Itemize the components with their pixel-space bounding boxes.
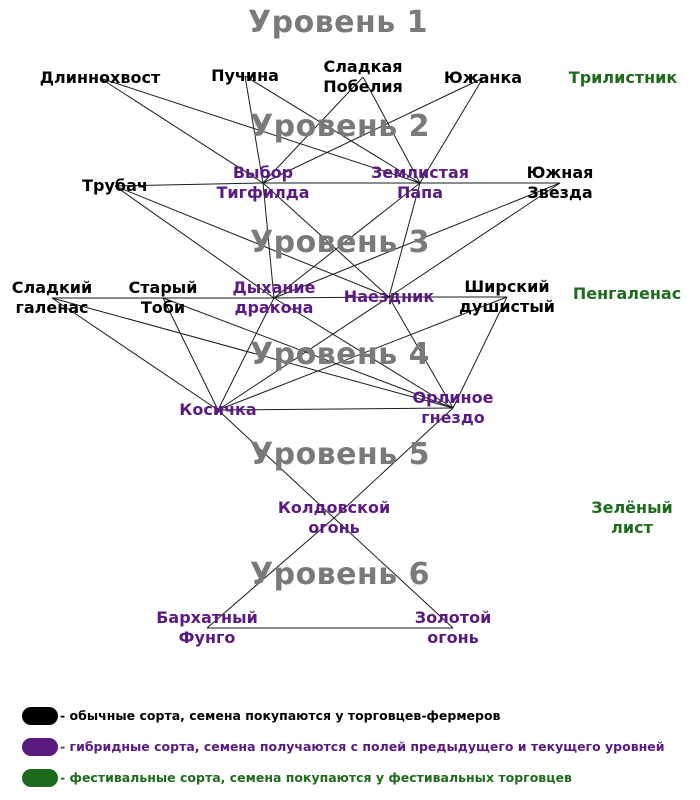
node-sladkaya-pobelia: Сладкая Побелия <box>323 57 403 96</box>
edge-shirsky_dushisty-orlinoe_gnezdo <box>452 296 508 409</box>
edge-stary_tobi-orlinoe_gnezdo <box>162 297 454 409</box>
level-3-title: Уровень 3 <box>249 225 431 260</box>
legend-festival-text: - фестивальные сорта, семена покупаются … <box>60 770 572 785</box>
legend-festival: - фестивальные сорта, семена покупаются … <box>22 767 692 787</box>
edge-kosichka-orlinoe_gnezdo <box>217 407 454 411</box>
edge-vybor_tigfilda-naezdnik <box>262 182 390 298</box>
legend-hybrid-swatch <box>22 738 58 756</box>
node-dlinnokhvost: Длиннохвост <box>39 68 161 87</box>
legend-hybrid-text: - гибридные сорта, семена получаются с п… <box>60 739 665 754</box>
node-naezdnik: Наездник <box>343 287 435 306</box>
edge-yuzhnaya_zvezda-naezdnik <box>388 182 561 298</box>
edge-sladkiy_galenas-orlinoe_gnezdo <box>51 297 454 409</box>
edge-naezdnik-kosichka <box>217 296 390 411</box>
legend-festival-swatch <box>22 769 58 787</box>
node-pengalenas: Пенгаленас <box>572 284 682 303</box>
edge-dykhanie_drakona-naezdnik <box>273 296 390 299</box>
node-trilistnik: Трилистник <box>568 68 678 87</box>
edge-yuzhnaya_zvezda-dykhanie_drakona <box>273 182 561 299</box>
edge-puchina-vybor_tigfilda <box>244 75 264 184</box>
node-yuzhnaya-zvezda: Южная Звезда <box>526 163 594 202</box>
level-1-title: Уровень 1 <box>247 5 429 40</box>
edge-orlinoe_gnezdo-koldovskoy_ogon <box>333 407 454 519</box>
edge-zemlistaya_papa-naezdnik <box>388 182 421 298</box>
edge-trubach-vybor_tigfilda <box>114 182 264 187</box>
node-koldovskoy-ogon: Колдовской огонь <box>277 498 391 537</box>
node-yuzhanka: Южанка <box>443 68 523 87</box>
edge-dlinnokhvost-vybor_tigfilda <box>99 77 264 184</box>
edge-yuzhanka-zemlistaya_papa <box>419 77 484 184</box>
node-puchina: Пучина <box>211 66 279 85</box>
legend-regular-swatch <box>22 707 58 725</box>
edge-koldovskoy_ogon-zolotoy_ogon <box>333 517 454 629</box>
edge-stary_tobi-kosichka <box>162 297 219 411</box>
legend-hybrid: - гибридные сорта, семена получаются с п… <box>22 736 692 756</box>
node-stary-tobi: Старый Тоби <box>128 278 198 317</box>
edge-sladkaya_pobelia-zemlistaya_papa <box>362 76 421 184</box>
node-sladkiy-galenas: Сладкий галенас <box>11 278 93 317</box>
edge-puchina-zemlistaya_papa <box>244 75 421 184</box>
node-zemlistaya-papa: Землистая Папа <box>370 163 470 202</box>
node-shirsky-dushisty: Ширский душистый <box>459 277 555 316</box>
edge-kosichka-koldovskoy_ogon <box>217 409 335 519</box>
level-2-title: Уровень 2 <box>249 109 431 144</box>
edge-layer <box>51 75 561 629</box>
node-dykhanie-drakona: Дыхание дракона <box>232 278 316 317</box>
node-zolotoy-ogon: Золотой огонь <box>414 608 492 647</box>
node-barkhatny-fungo: Бархатный Фунго <box>156 608 258 647</box>
edge-vybor_tigfilda-dykhanie_drakona <box>262 182 275 299</box>
level-4-title: Уровень 4 <box>249 337 431 372</box>
node-zelyony-list: Зелёный лист <box>591 498 673 537</box>
node-orlinoe-gnezdo: Орлиное гнездо <box>412 388 494 427</box>
edge-trubach-dykhanie_drakona <box>114 185 275 299</box>
legend-regular: - обычные сорта, семена покупаются у тор… <box>22 705 692 725</box>
edge-dykhanie_drakona-kosichka <box>217 297 275 411</box>
edge-koldovskoy_ogon-barkhatny_fungo <box>206 517 335 629</box>
node-vybor-tigfilda: Выбор Тигфилда <box>216 163 310 202</box>
level-5-title: Уровень 5 <box>249 437 431 472</box>
node-kosichka: Косичка <box>179 400 257 419</box>
edge-sladkiy_galenas-kosichka <box>51 297 219 411</box>
edge-dlinnokhvost-zemlistaya_papa <box>99 77 421 184</box>
edge-sladkaya_pobelia-vybor_tigfilda <box>262 76 364 184</box>
edge-shirsky_dushisty-kosichka <box>217 296 508 411</box>
level-6-title: Уровень 6 <box>249 557 431 592</box>
node-trubach: Трубач <box>82 176 148 195</box>
edge-naezdnik-orlinoe_gnezdo <box>388 296 454 409</box>
edge-zemlistaya_papa-dykhanie_drakona <box>273 182 421 299</box>
legend-regular-text: - обычные сорта, семена покупаются у тор… <box>60 708 501 723</box>
edge-yuzhanka-vybor_tigfilda <box>262 77 484 184</box>
edge-trubach-naezdnik <box>114 185 390 298</box>
